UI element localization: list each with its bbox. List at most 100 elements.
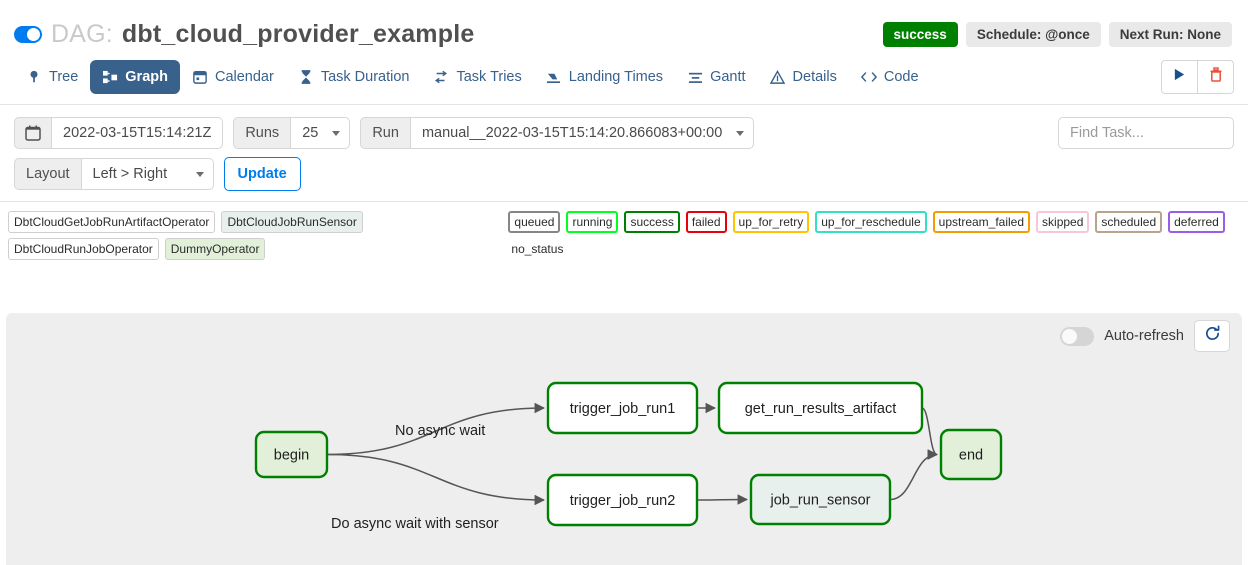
state-chip[interactable]: deferred xyxy=(1168,211,1225,233)
base-date-input[interactable]: 2022-03-15T15:14:21Z xyxy=(52,117,224,149)
landing-icon xyxy=(546,69,562,85)
dag-graph[interactable]: begin trigger_job_run1 get_run_results_art… xyxy=(6,313,1242,565)
tab-label: Landing Times xyxy=(568,69,664,85)
graph-edge xyxy=(889,449,939,501)
dag-header: DAG: dbt_cloud_provider_example success … xyxy=(0,0,1248,50)
state-chip[interactable]: upstream_failed xyxy=(932,211,1031,233)
state-chip[interactable]: skipped xyxy=(1036,211,1090,233)
graph-nodes: begin trigger_job_run1 get_run_results_art… xyxy=(254,381,1003,527)
tree-icon xyxy=(26,69,42,85)
state-chip[interactable]: scheduled xyxy=(1095,211,1163,233)
schedule-badge[interactable]: Schedule: @once xyxy=(965,21,1101,47)
state-chip[interactable]: up_for_reschedule xyxy=(815,211,927,233)
update-button[interactable]: Update xyxy=(223,157,301,191)
dag-run-select[interactable]: manual__2022-03-15T15:14:20.866083+00:00 xyxy=(410,117,755,149)
graph-node-label: end xyxy=(959,448,983,464)
run-label: Run xyxy=(360,117,411,149)
graph-edges xyxy=(326,402,939,506)
graph-node[interactable]: trigger_job_run1 xyxy=(546,381,699,435)
graph-edge xyxy=(326,453,546,506)
graph-icon xyxy=(102,69,118,85)
search-input[interactable]: Find Task... xyxy=(1058,117,1234,149)
refresh-button[interactable] xyxy=(1194,320,1230,352)
dag-pause-toggle-icon[interactable] xyxy=(14,25,42,43)
graph-node[interactable]: job_run_sensor xyxy=(749,473,892,526)
graph-edge-label: No async wait xyxy=(395,423,485,439)
dag-prefix-label: DAG: xyxy=(51,19,113,48)
state-chip[interactable]: success xyxy=(624,211,680,233)
play-icon xyxy=(1173,68,1186,86)
operator-chip[interactable]: DbtCloudJobRunSensor xyxy=(221,211,363,233)
tab-label: Code xyxy=(883,69,919,85)
tab-calendar[interactable]: Calendar xyxy=(180,60,286,94)
graph-node[interactable]: begin xyxy=(254,430,329,479)
operator-chip[interactable]: DbtCloudGetJobRunArtifactOperator xyxy=(8,211,216,233)
trigger-dag-button[interactable] xyxy=(1161,60,1198,94)
next-run-badge: Next Run: None xyxy=(1108,21,1232,47)
tab-gantt[interactable]: Gantt xyxy=(675,60,757,94)
graph-edge xyxy=(921,407,939,460)
runs-group: Runs 25 xyxy=(233,117,351,149)
chevron-down-icon xyxy=(736,130,745,136)
tab-label: Details xyxy=(792,69,837,85)
graph-node-label: job_run_sensor xyxy=(770,493,871,509)
status-badge: success xyxy=(882,21,958,47)
auto-refresh-label: Auto-refresh xyxy=(1104,328,1184,344)
chevron-down-icon xyxy=(332,130,341,136)
graph-node[interactable]: trigger_job_run2 xyxy=(546,473,699,527)
operator-chip[interactable]: DbtCloudRunJobOperator xyxy=(8,238,159,260)
graph-node-label: begin xyxy=(274,448,309,464)
base-date-group: 2022-03-15T15:14:21Z xyxy=(14,117,224,149)
delete-dag-button[interactable] xyxy=(1198,60,1234,94)
run-group: Run manual__2022-03-15T15:14:20.866083+0… xyxy=(360,117,755,149)
tab-task-duration[interactable]: Task Duration xyxy=(286,60,422,94)
graph-node-label: trigger_job_run1 xyxy=(570,401,676,417)
runs-label: Runs xyxy=(233,117,292,149)
filter-row-top: 2022-03-15T15:14:21Z Runs 25 Run manual_… xyxy=(14,117,1234,149)
layout-label: Layout xyxy=(14,158,82,190)
graph-edge xyxy=(326,402,546,456)
dag-run-value: manual__2022-03-15T15:14:20.866083+00:00 xyxy=(421,125,723,141)
hourglass-icon xyxy=(298,69,314,85)
page-title: dbt_cloud_provider_example xyxy=(121,19,475,48)
tab-details[interactable]: Details xyxy=(758,60,849,94)
state-chip[interactable]: queued xyxy=(508,211,561,233)
graph-node[interactable]: end xyxy=(939,428,1003,481)
state-chip[interactable]: up_for_retry xyxy=(732,211,810,233)
tab-label: Task Tries xyxy=(456,69,522,85)
graph-node[interactable]: get_run_results_artifact xyxy=(717,381,924,435)
tab-tree[interactable]: Tree xyxy=(14,60,90,94)
operator-chip[interactable]: DummyOperator xyxy=(164,238,266,260)
graph-edge-label: Do async wait with sensor xyxy=(331,516,499,532)
graph-toolbar: Auto-refresh xyxy=(1060,320,1230,352)
graph-edge-labels: No async wait Do async wait with sensor xyxy=(331,423,499,532)
filter-toolbar: 2022-03-15T15:14:21Z Runs 25 Run manual_… xyxy=(0,105,1248,202)
state-chip[interactable]: no_status xyxy=(511,242,564,256)
filter-row-bottom: Layout Left > Right Update xyxy=(14,157,1234,191)
calendar-icon xyxy=(192,69,208,85)
graph-node-label: get_run_results_artifact xyxy=(745,401,897,417)
tab-task-tries[interactable]: Task Tries xyxy=(421,60,533,94)
trash-icon xyxy=(1209,67,1223,87)
tab-label: Calendar xyxy=(214,69,274,85)
num-runs-select[interactable]: 25 xyxy=(291,117,351,149)
retry-icon xyxy=(433,69,449,85)
refresh-icon xyxy=(1204,325,1221,347)
state-chip[interactable]: failed xyxy=(685,211,727,233)
chevron-down-icon xyxy=(195,171,204,177)
layout-group: Layout Left > Right xyxy=(14,158,214,190)
tab-graph[interactable]: Graph xyxy=(90,60,180,94)
tab-code[interactable]: Code xyxy=(849,60,931,94)
graph-canvas[interactable]: Auto-refresh begin trigger_job_run1 get_ru… xyxy=(6,313,1242,565)
tab-landing-times[interactable]: Landing Times xyxy=(534,60,675,94)
header-badges: success Schedule: @once Next Run: None xyxy=(882,21,1234,47)
auto-refresh-toggle[interactable] xyxy=(1060,326,1095,346)
state-chip[interactable]: running xyxy=(566,211,619,233)
dag-actions xyxy=(1161,60,1234,94)
toggle-knob xyxy=(27,27,40,41)
layout-select[interactable]: Left > Right xyxy=(81,158,214,190)
layout-value: Left > Right xyxy=(92,166,168,182)
